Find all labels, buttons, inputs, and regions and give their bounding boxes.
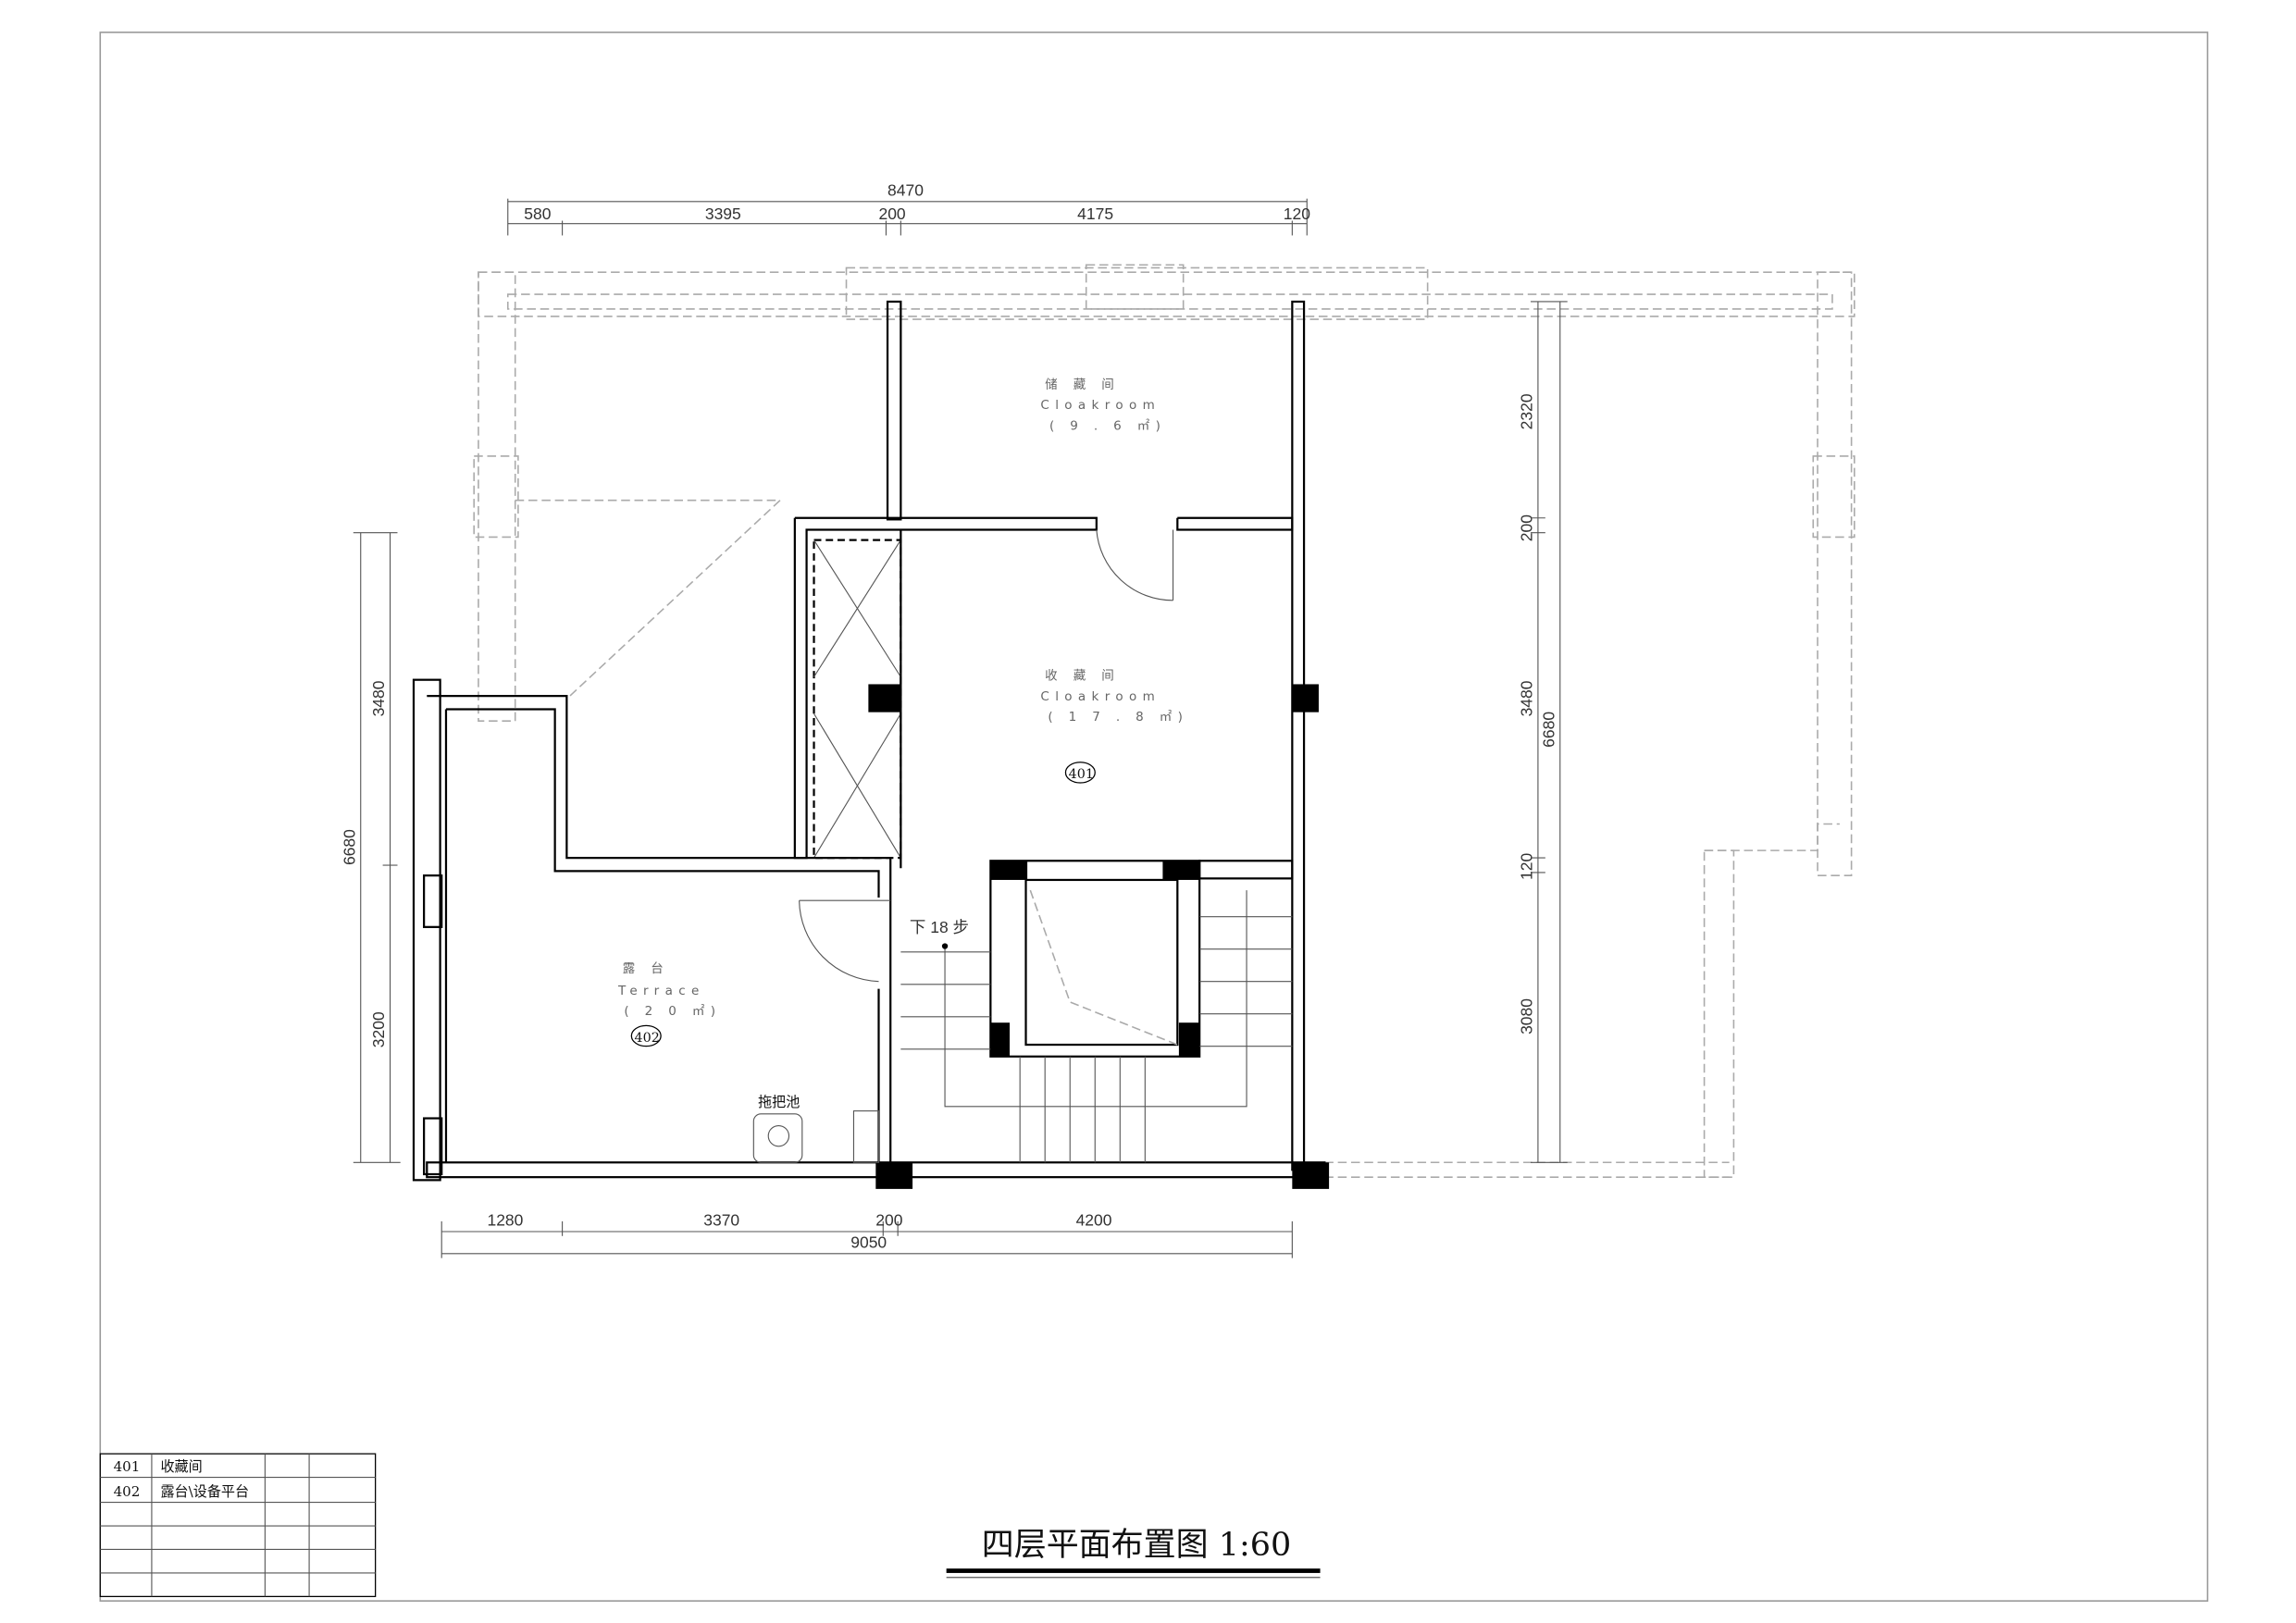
dim-top-total: 8470 (887, 180, 924, 199)
dim-bottom: 1280 (487, 1211, 523, 1230)
svg-text:Cloakroom: Cloakroom (1040, 689, 1160, 704)
room-cloakroom-storage: 储 藏 间 Cloakroom ( 9 . 6 ㎡) (1040, 378, 1166, 434)
svg-text:Cloakroom: Cloakroom (1040, 398, 1160, 413)
right-dimensions (1530, 301, 1568, 1163)
legend-name: 露台\设备平台 (160, 1483, 249, 1500)
svg-text:( 1 7 . 8 ㎡): ( 1 7 . 8 ㎡) (1048, 710, 1188, 725)
dim-right-total: 6680 (1539, 712, 1558, 748)
bottom-dimensions (441, 1220, 1293, 1258)
dim-top: 4175 (1077, 204, 1113, 223)
dim-right: 3080 (1518, 998, 1536, 1035)
columns (868, 684, 1330, 1189)
dim-top: 580 (524, 204, 551, 223)
svg-text:露 台: 露 台 (623, 961, 669, 976)
dim-right: 3480 (1518, 680, 1536, 716)
svg-text:401: 401 (1069, 767, 1094, 782)
room-legend-table: 401 收藏间 402 露台\设备平台 (99, 1453, 377, 1598)
drawing-frame (99, 31, 2209, 1602)
top-dimensions (507, 198, 1308, 236)
dim-bottom: 4200 (1076, 1211, 1112, 1230)
svg-text:402: 402 (635, 1031, 660, 1046)
dim-top: 120 (1284, 204, 1310, 223)
dim-right: 200 (1518, 514, 1536, 541)
dim-top: 3395 (705, 204, 741, 223)
dim-left: 3200 (369, 1011, 388, 1047)
stair-direction-label: 下 18 步 (910, 918, 969, 936)
mop-sink (752, 1113, 803, 1163)
svg-text:Terrace: Terrace (617, 984, 705, 998)
dim-bottom-total: 9050 (850, 1233, 887, 1251)
legend-code: 402 (114, 1483, 141, 1500)
drawing-title: 四层平面布置图 1:60 (982, 1527, 1291, 1564)
title-underline (946, 1568, 1321, 1573)
dim-right: 120 (1518, 852, 1536, 879)
dim-top: 200 (878, 204, 905, 223)
dim-bottom: 200 (875, 1211, 902, 1230)
room-terrace-402: 露 台 Terrace ( 2 0 ㎡) 402 (617, 961, 721, 1047)
legend-name: 收藏间 (160, 1458, 202, 1475)
left-dimensions (353, 532, 401, 1163)
mop-sink-label: 拖把池 (758, 1094, 800, 1110)
room-cloakroom-401: 收 藏 间 Cloakroom ( 1 7 . 8 ㎡) 401 (1040, 669, 1188, 784)
staircase (900, 860, 1294, 1163)
svg-text:( 9 . 6 ㎡): ( 9 . 6 ㎡) (1049, 418, 1166, 433)
legend-code: 401 (114, 1458, 141, 1475)
dim-left: 3480 (369, 680, 388, 716)
dim-left-total: 6680 (340, 829, 358, 865)
dim-bottom: 3370 (703, 1211, 739, 1230)
dim-right: 2320 (1518, 393, 1536, 429)
svg-text:收 藏 间: 收 藏 间 (1045, 669, 1120, 684)
svg-text:储 藏 间: 储 藏 间 (1045, 378, 1120, 392)
svg-text:( 2 0 ㎡): ( 2 0 ㎡) (624, 1004, 721, 1019)
lower-floor-outline (473, 264, 1855, 1178)
